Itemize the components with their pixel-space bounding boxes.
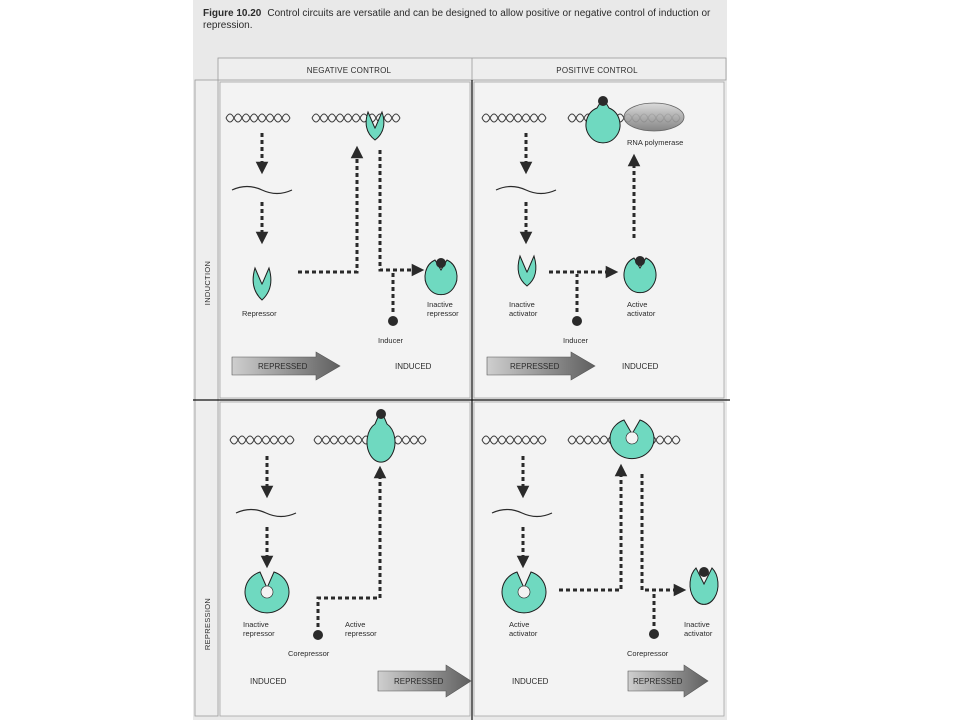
inactive-activator-protein — [689, 567, 719, 605]
pos-induction-dna-left — [481, 113, 547, 123]
rna-polymerase-label: RNA polymerase — [627, 138, 683, 147]
inactive-repressor-label-1: Inactive — [243, 620, 269, 629]
arrow-release — [378, 150, 425, 277]
repressor-protein — [252, 266, 272, 301]
corepressor-label: Corepressor — [627, 649, 669, 658]
active-repressor-label-2: repressor — [345, 629, 377, 638]
inducer-molecule — [572, 316, 582, 326]
mrna-strand — [235, 508, 297, 518]
inactive-activator-label-1: Inactive — [684, 620, 710, 629]
active-activator-label-1: Active — [627, 300, 647, 309]
arrow-release — [640, 474, 687, 597]
caption-line-2: repression. — [203, 20, 252, 31]
neg-repression-dna-left — [229, 435, 295, 445]
inactive-activator-protein — [517, 254, 537, 287]
mrna-strand — [231, 185, 293, 195]
corepressor-molecule — [649, 629, 659, 639]
rna-polymerase — [623, 102, 685, 132]
inactive-activator-label-2: activator — [684, 629, 713, 638]
inactive-repressor-protein — [424, 259, 458, 296]
induction-row-label: INDUCTION — [203, 261, 212, 305]
repressed-state-label: REPRESSED — [510, 362, 560, 371]
inactive-activator-label-1: Inactive — [509, 300, 535, 309]
inducer-molecule — [388, 316, 398, 326]
mrna-strand — [495, 185, 557, 195]
inducer-bound-activator — [598, 96, 608, 106]
induced-state-label: INDUCED — [250, 677, 287, 686]
active-activator-label-2: activator — [509, 629, 538, 638]
negative-control-header: NEGATIVE CONTROL — [307, 66, 392, 75]
repressor-bound-to-operator — [365, 110, 385, 141]
repressed-state-label: REPRESSED — [633, 677, 683, 686]
pos-repression-dna-left — [481, 435, 547, 445]
positive-control-header: POSITIVE CONTROL — [556, 66, 638, 75]
empty-binding-site — [517, 585, 531, 599]
repression-row-label: REPRESSION — [203, 598, 212, 650]
corepressor-bound — [699, 567, 709, 577]
inducer-label: Inducer — [563, 336, 589, 345]
caption-line-1: Control circuits are versatile and can b… — [267, 8, 711, 19]
activator-bound-to-dna — [585, 97, 621, 144]
repressed-state-arrow — [486, 351, 596, 381]
inactive-repressor-label-2: repressor — [243, 629, 275, 638]
repressed-state-arrow — [231, 351, 341, 381]
repressed-state-arrow — [627, 664, 709, 698]
inactive-repressor-label-1: Inactive — [427, 300, 453, 309]
figure-caption: Figure 10.20 Control circuits are versati… — [203, 8, 711, 19]
arrow-corepressor-to-dna — [316, 465, 387, 627]
repressed-state-label: REPRESSED — [394, 677, 444, 686]
repressed-state-label: REPRESSED — [258, 362, 308, 371]
inducer-bound — [436, 258, 446, 268]
empty-binding-site — [625, 431, 639, 445]
panel-positive-repression — [473, 401, 725, 717]
repressed-state-arrow — [377, 664, 472, 698]
active-activator-protein — [623, 257, 657, 294]
panel-negative-repression — [219, 401, 471, 717]
inactive-repressor-label-2: repressor — [427, 309, 459, 318]
induced-state-label: INDUCED — [622, 362, 659, 371]
mrna-strand — [491, 508, 553, 518]
panel-negative-induction — [219, 81, 471, 399]
repressor-label: Repressor — [242, 309, 277, 318]
corepressor-molecule — [313, 630, 323, 640]
active-activator-label-1: Active — [509, 620, 529, 629]
inactive-activator-label-2: activator — [509, 309, 538, 318]
inducer-bound — [635, 256, 645, 266]
active-repressor-label-1: Active — [345, 620, 365, 629]
arrow-activator-to-dna — [559, 463, 628, 592]
inducer-label: Inducer — [378, 336, 404, 345]
figure-number: Figure 10.20 — [203, 8, 262, 19]
active-repressor-bound-to-operator — [366, 408, 396, 463]
induced-state-label: INDUCED — [512, 677, 549, 686]
neg-induction-dna-left — [225, 113, 291, 123]
induced-state-label: INDUCED — [395, 362, 432, 371]
corepressor-bound — [376, 409, 386, 419]
corepressor-label: Corepressor — [288, 649, 330, 658]
empty-binding-site — [260, 585, 274, 599]
active-activator-label-2: activator — [627, 309, 656, 318]
row-label-strip — [194, 79, 219, 717]
arrow-repressor-to-dna — [298, 145, 364, 274]
neg-induction-dna-right — [311, 113, 401, 123]
